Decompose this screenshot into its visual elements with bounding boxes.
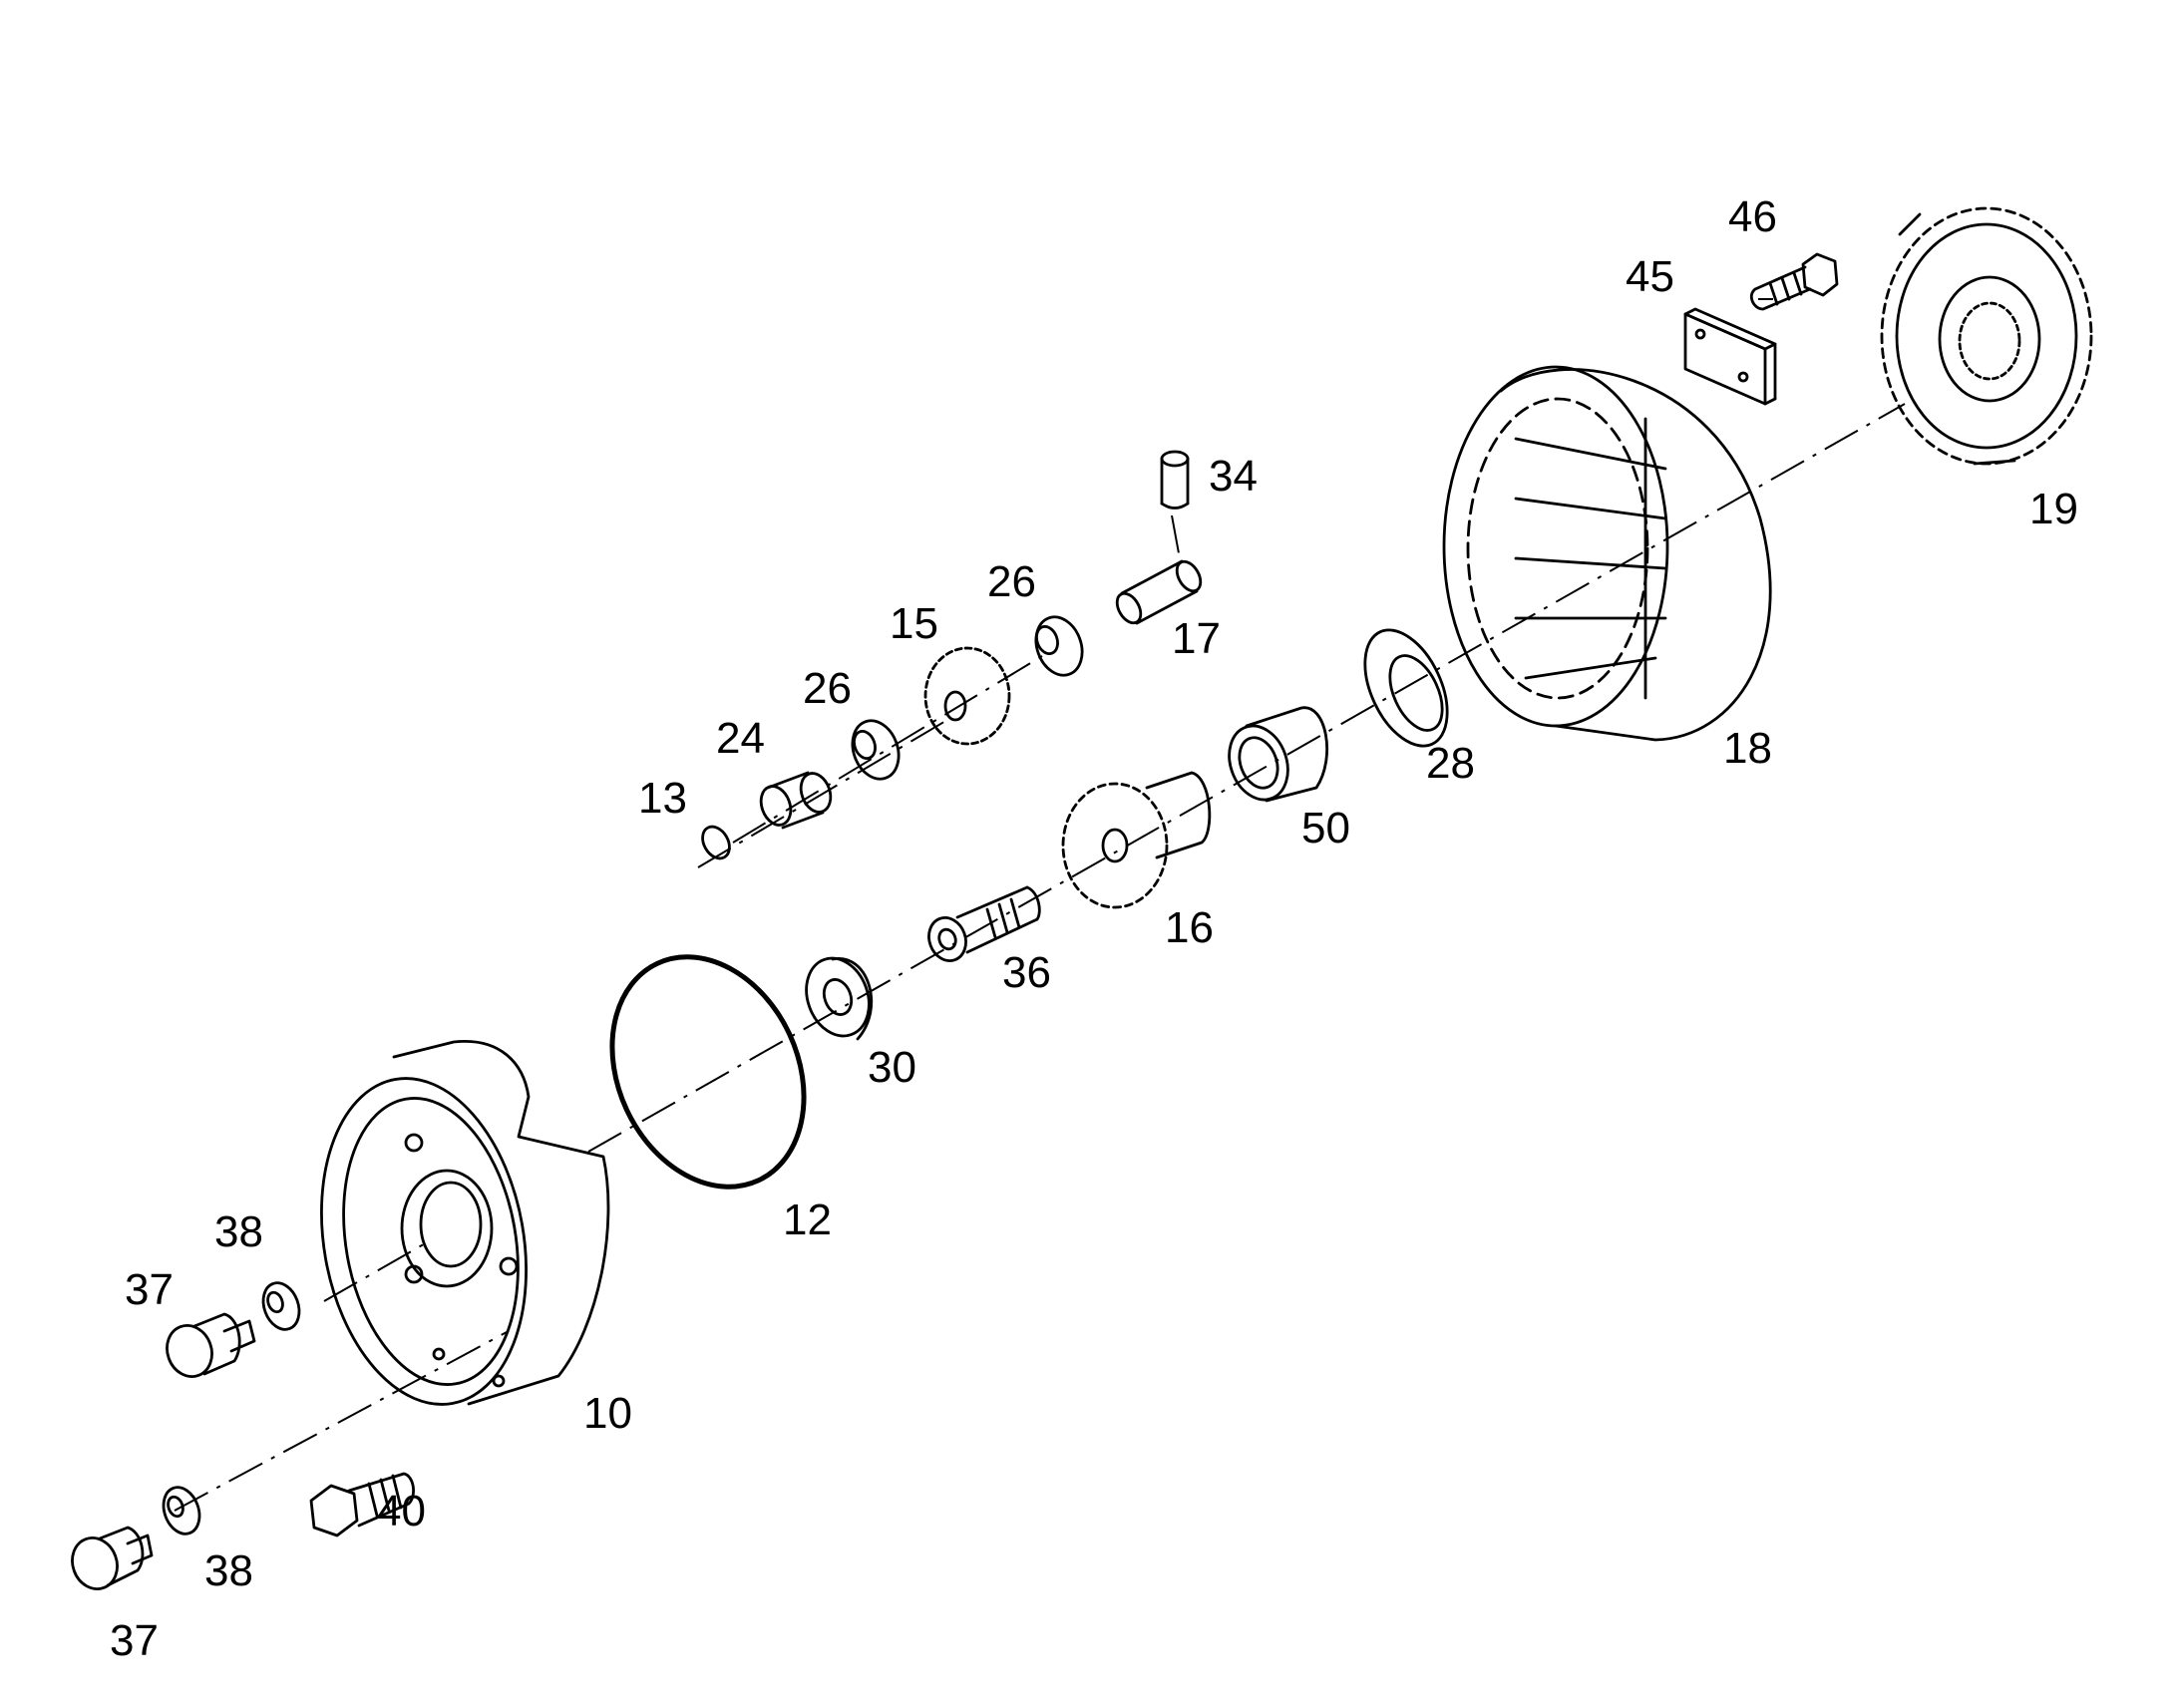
gear-15 (923, 646, 1011, 746)
label-15: 15 (890, 599, 938, 648)
shaft-17 (1115, 559, 1203, 625)
label-38-lower: 38 (204, 1546, 253, 1595)
washer-28 (1363, 628, 1449, 748)
label-37-upper: 37 (125, 1265, 174, 1314)
snap-ring-13 (701, 825, 731, 860)
washer-26-lower (851, 719, 901, 781)
label-40: 40 (377, 1487, 426, 1536)
label-17: 17 (1172, 614, 1221, 663)
label-45: 45 (1626, 252, 1674, 301)
cap-screw-37-upper (166, 1312, 256, 1378)
bearing-50 (1228, 706, 1329, 803)
bolt-46 (1749, 252, 1839, 311)
ring-housing-18 (1442, 365, 1772, 742)
label-28: 28 (1426, 739, 1475, 788)
label-26-lower: 26 (803, 664, 852, 713)
label-50: 50 (1301, 804, 1350, 853)
label-19: 19 (2029, 485, 2078, 533)
pin-34 (1160, 450, 1190, 510)
label-36: 36 (1002, 948, 1051, 997)
label-13: 13 (638, 774, 687, 823)
o-ring-12 (609, 954, 807, 1190)
washer-26-upper (1034, 615, 1084, 677)
washer-38-upper (261, 1281, 301, 1331)
label-46: 46 (1728, 192, 1777, 241)
housing-10 (320, 1039, 610, 1406)
plate-45 (1683, 307, 1777, 406)
gear-19 (1880, 206, 2093, 466)
screw-36 (927, 885, 1041, 962)
label-38-upper: 38 (214, 1207, 263, 1256)
cap-screw-37-lower (71, 1526, 154, 1590)
washer-38-lower (162, 1486, 201, 1536)
hex-bolt-40 (309, 1472, 415, 1537)
label-16: 16 (1165, 903, 1214, 952)
part-labels: 46 45 19 34 26 15 17 26 24 13 18 28 50 1… (110, 192, 2078, 1665)
label-34: 34 (1209, 452, 1258, 501)
label-18: 18 (1723, 724, 1772, 773)
bearing-30 (805, 956, 874, 1041)
gear-16 (1061, 771, 1212, 909)
label-26-upper: 26 (987, 557, 1036, 606)
label-37-lower: 37 (110, 1616, 159, 1665)
label-10: 10 (583, 1389, 632, 1438)
label-24: 24 (716, 714, 765, 763)
bearing-24 (759, 771, 833, 830)
label-12: 12 (783, 1196, 832, 1244)
label-30: 30 (868, 1043, 916, 1092)
